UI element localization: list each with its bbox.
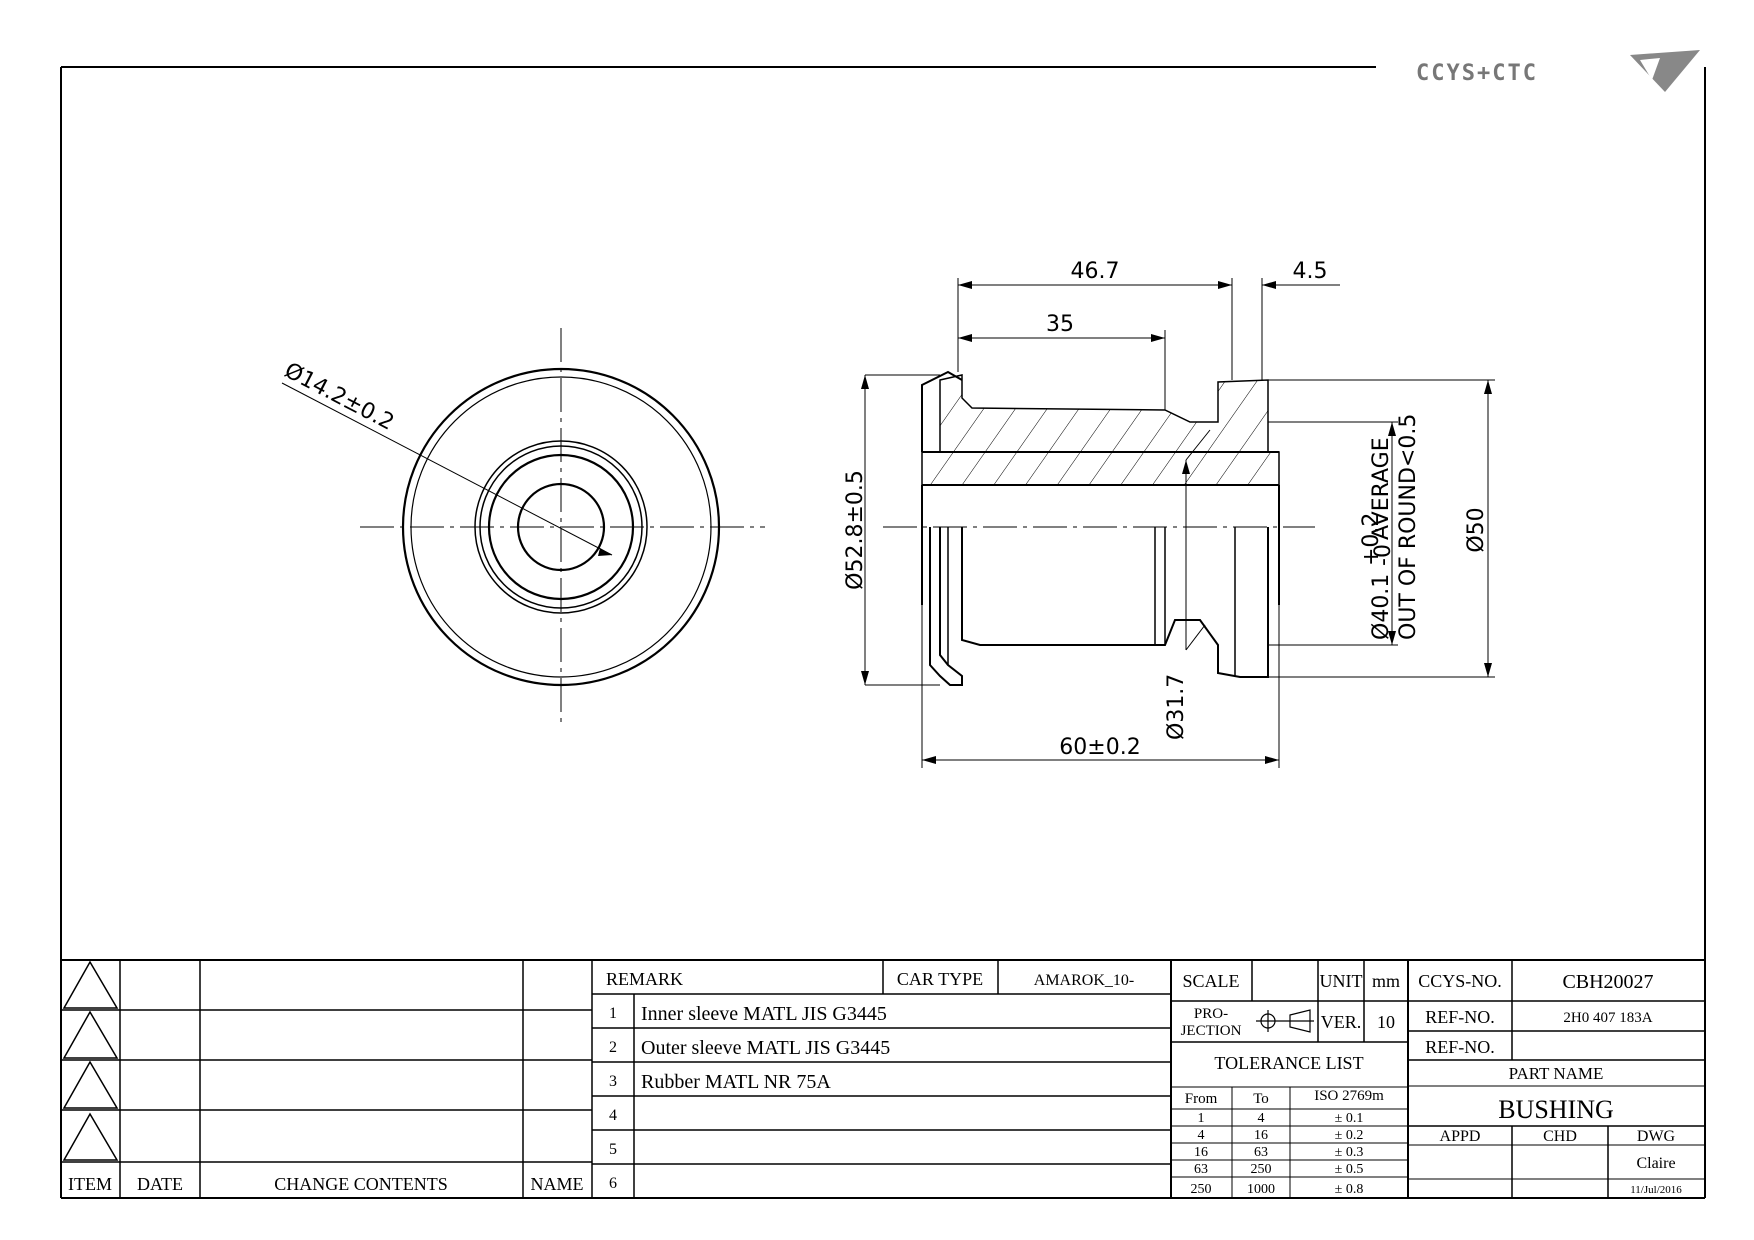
remark-no: 1 [609, 1005, 617, 1022]
ref-label-2: REF-NO. [1425, 1037, 1495, 1057]
logo-mark-icon [1630, 50, 1700, 92]
remark-no: 6 [609, 1175, 617, 1192]
remark-no: 2 [609, 1039, 617, 1056]
triangle-icon [62, 1112, 119, 1161]
tolerance-header: To [1253, 1091, 1269, 1107]
front-view: Ø14.2±0.2 [280, 328, 765, 728]
dim-total-length: 60±0.2 [1059, 735, 1140, 760]
dim-sleeve-diameter: Ø50 [1464, 507, 1489, 552]
remarks-block: REMARK CAR TYPE AMAROK_10- 1 Inner sleev… [592, 960, 1172, 1198]
tolerance-cell: ± 0.3 [1335, 1145, 1364, 1160]
tolerance-cell: 63 [1254, 1145, 1268, 1160]
header-item: ITEM [68, 1174, 112, 1194]
tolerance-cell: 4 [1198, 1128, 1205, 1143]
header-date: DATE [137, 1174, 183, 1194]
triangle-icon [62, 1010, 119, 1059]
company-logo: CCYS+CTC [1416, 50, 1700, 92]
dim-inner-diameter: Ø31.7 [1164, 674, 1189, 740]
remark-text: Inner sleeve MATL JIS G3445 [641, 1003, 887, 1025]
dim-bore-diameter: Ø40.1 [1369, 574, 1394, 640]
remark-no: 5 [609, 1141, 617, 1158]
header-change-contents: CHANGE CONTENTS [274, 1174, 448, 1194]
first-angle-projection-icon [1256, 1009, 1314, 1033]
tolerance-header: ISO 2769m [1314, 1088, 1384, 1104]
chd-label: CHD [1543, 1128, 1577, 1145]
ccys-number: CBH20027 [1562, 971, 1653, 993]
part-name: BUSHING [1498, 1095, 1614, 1124]
tolerance-title: TOLERANCE LIST [1214, 1053, 1363, 1073]
tolerance-cell: 16 [1194, 1145, 1208, 1160]
tolerance-cell: ± 0.8 [1335, 1182, 1364, 1197]
ref-number-1: 2H0 407 183A [1563, 1010, 1652, 1026]
ccys-label: CCYS-NO. [1418, 971, 1502, 991]
tolerance-cell: 250 [1191, 1182, 1212, 1197]
triangle-icon [62, 960, 119, 1009]
remark-no: 3 [609, 1073, 617, 1090]
part-name-label: PART NAME [1509, 1064, 1604, 1083]
triangle-icon [62, 1060, 119, 1109]
tolerance-cell: 4 [1258, 1111, 1265, 1126]
scale-block: SCALE UNIT mm PRO- JECTION VER. 10 [1171, 960, 1409, 1198]
remark-text: Rubber MATL NR 75A [641, 1071, 831, 1093]
dwg-value: Claire [1636, 1155, 1675, 1172]
projection-label-1: PRO- [1194, 1006, 1228, 1022]
tolerance-cell: 250 [1251, 1162, 1272, 1177]
revision-triangle-icons [62, 960, 119, 1161]
roundness-note: OUT OF ROUND<0.5 [1396, 414, 1421, 640]
section-view: 46.7 4.5 35 Ø52.8±0.5 Ø50 Ø40.1 +0.2 -0 … [843, 259, 1495, 768]
header-name: NAME [531, 1174, 584, 1194]
tolerance-cell: 63 [1194, 1162, 1208, 1177]
average-note: AVERAGE [1369, 437, 1394, 540]
logo-text: CCYS+CTC [1416, 61, 1538, 86]
unit-value: mm [1372, 971, 1400, 991]
drawing-date: 11/Jul/2016 [1630, 1184, 1682, 1196]
dim-inner-length: 35 [1046, 312, 1074, 337]
remark-text: Outer sleeve MATL JIS G3445 [641, 1037, 890, 1059]
ref-label-1: REF-NO. [1425, 1007, 1495, 1027]
car-type-value: AMAROK_10- [1034, 972, 1134, 989]
appd-label: APPD [1440, 1128, 1481, 1145]
scale-label: SCALE [1182, 971, 1239, 991]
dim-bore-tol-upper: +0.2 [1359, 513, 1384, 566]
part-info-block: CCYS-NO. CBH20027 REF-NO. 2H0 407 183A R… [1408, 960, 1705, 1198]
tolerance-cell: ± 0.2 [1335, 1128, 1364, 1143]
revision-table: ITEM DATE CHANGE CONTENTS NAME [61, 960, 593, 1198]
remark-no: 4 [609, 1107, 617, 1124]
dim-outer-diameter: Ø52.8±0.5 [843, 470, 868, 590]
dwg-label: DWG [1637, 1128, 1676, 1145]
dim-flange-width: 4.5 [1293, 259, 1328, 284]
unit-label: UNIT [1320, 971, 1363, 991]
tolerance-cell: ± 0.1 [1335, 1111, 1364, 1126]
projection-label-2: JECTION [1181, 1023, 1242, 1039]
tolerance-cell: ± 0.5 [1335, 1162, 1364, 1177]
tolerance-header: From [1185, 1091, 1218, 1107]
remark-header: REMARK [606, 969, 683, 989]
ver-label: VER. [1321, 1012, 1362, 1032]
car-type-label: CAR TYPE [897, 969, 983, 989]
tolerance-cell: 1 [1198, 1111, 1205, 1126]
dim-overall-length: 46.7 [1071, 259, 1120, 284]
tolerance-cell: 16 [1254, 1128, 1268, 1143]
front-bore-dimension: Ø14.2±0.2 [280, 358, 398, 435]
ver-value: 10 [1377, 1012, 1395, 1032]
tolerance-cell: 1000 [1247, 1182, 1275, 1197]
dim-bore-tol-lower: -0 [1371, 544, 1396, 566]
tolerance-list: TOLERANCE LIST From To ISO 2769m 1 4 ± 0… [1171, 1053, 1408, 1198]
